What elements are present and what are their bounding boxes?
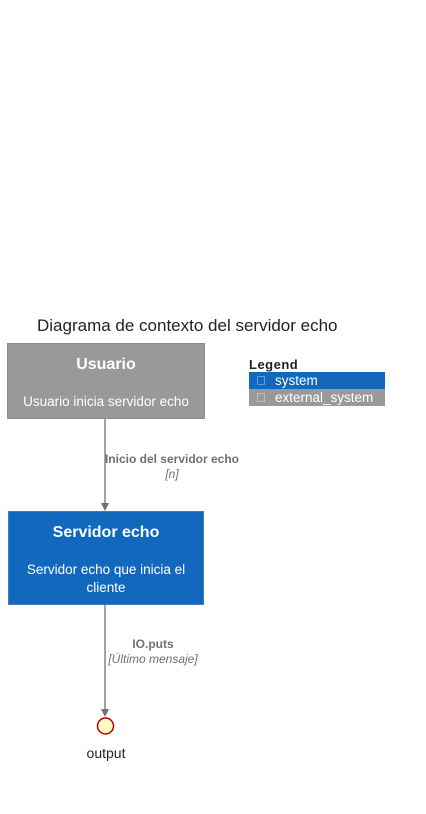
- edge-label-text: IO.puts: [132, 637, 174, 651]
- diagram-title: Diagrama de contexto del servidor echo: [37, 316, 338, 335]
- legend-swatch-icon: [257, 393, 265, 402]
- node-usuario-name: Usuario: [76, 356, 136, 373]
- node-servidor-echo[interactable]: Servidor echo Servidor echo que inicia e…: [8, 511, 204, 605]
- edge-servidor-output-label: IO.puts [Último mensaje]: [88, 637, 218, 667]
- legend-item-system: system: [249, 372, 385, 389]
- legend-title: Legend: [249, 357, 299, 372]
- legend: Legend system external_system: [249, 357, 385, 406]
- output-node-circle[interactable]: [96, 717, 115, 735]
- edge-usuario-servidor-label: Inicio del servidor echo [n]: [92, 452, 252, 482]
- node-usuario[interactable]: Usuario Usuario inicia servidor echo: [7, 343, 205, 419]
- output-node-label: output: [86, 745, 126, 761]
- node-usuario-description: Usuario inicia servidor echo: [23, 394, 189, 409]
- legend-swatch-icon: [257, 376, 265, 385]
- legend-item-label: external_system: [275, 390, 374, 405]
- legend-item-label: system: [275, 373, 318, 388]
- legend-item-external-system: external_system: [249, 389, 385, 406]
- node-servidor-name: Servidor echo: [52, 524, 160, 541]
- node-servidor-description: Servidor echo que inicia el cliente: [26, 562, 186, 595]
- edge-technology-text: [Último mensaje]: [108, 652, 198, 666]
- edge-label-text: Inicio del servidor echo: [104, 452, 240, 466]
- edge-technology-text: [n]: [165, 467, 179, 481]
